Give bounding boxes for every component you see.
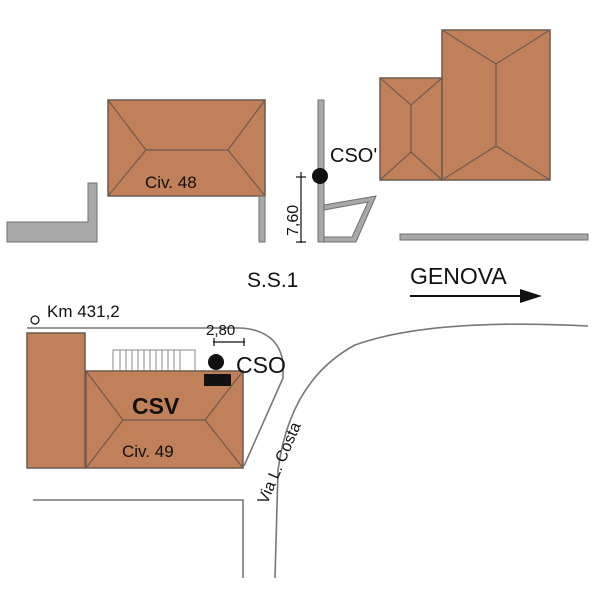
label-cso-prime: CSO'	[330, 145, 377, 167]
wall-right	[399, 233, 589, 241]
buildings-right	[379, 29, 551, 181]
wall-left	[6, 182, 98, 243]
cso-marker	[208, 354, 224, 370]
label-csv: CSV	[132, 393, 180, 419]
cso-box	[204, 374, 231, 386]
building-civ48: Civ. 48	[107, 99, 266, 197]
road-edge-upper	[27, 327, 284, 467]
road-edge-lower	[33, 499, 244, 578]
dimension-7-60: 7,60	[285, 172, 306, 243]
svg-text:2,80: 2,80	[206, 322, 235, 339]
building-civ49: CSV Civ. 49	[85, 370, 244, 469]
label-cso: CSO	[236, 352, 286, 378]
svg-text:7,60: 7,60	[285, 205, 302, 236]
railing	[112, 349, 196, 372]
bench	[323, 195, 377, 243]
label-civ49: Civ. 49	[122, 442, 174, 461]
arrow-right-icon	[410, 289, 542, 303]
label-street: Via L. Costa	[255, 420, 305, 507]
label-km: Km 431,2	[47, 302, 120, 321]
dimension-2-80: 2,80	[206, 322, 245, 346]
label-civ48: Civ. 48	[145, 173, 197, 192]
label-genova: GENOVA	[410, 263, 507, 289]
building-left	[26, 332, 86, 469]
wall-post	[258, 195, 266, 243]
label-ss1: S.S.1	[247, 269, 298, 292]
km-marker-icon	[30, 315, 40, 325]
road-edge-right	[274, 323, 589, 579]
cso-prime-marker	[312, 168, 328, 184]
